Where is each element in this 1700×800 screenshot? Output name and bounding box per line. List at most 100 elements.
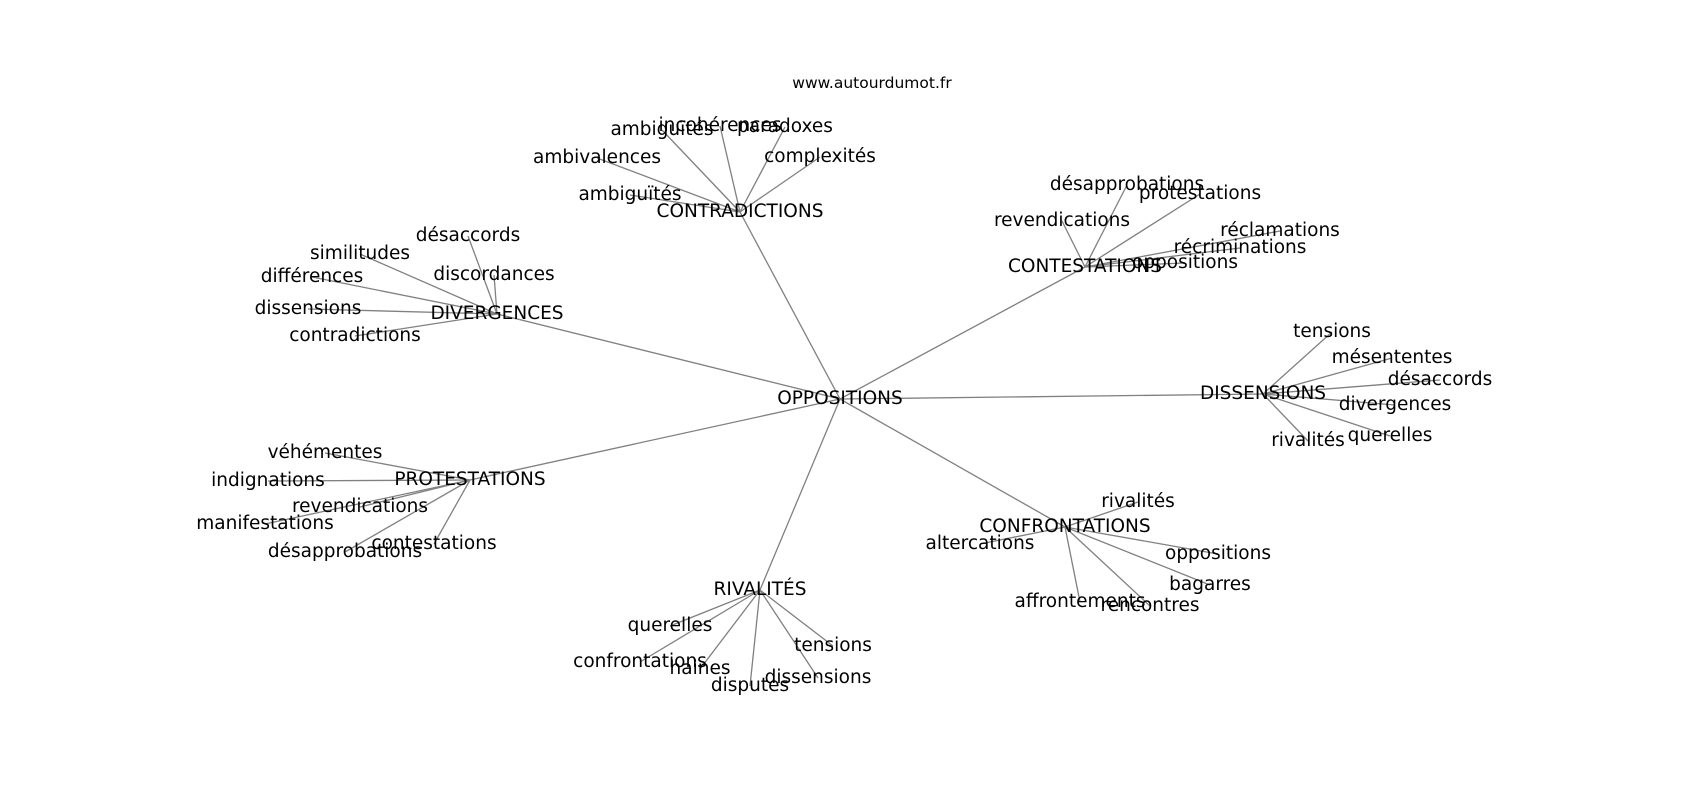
edge-hub-to-word (1084, 262, 1186, 268)
graph-labels: OPPOSITIONSCONTRADICTIONSambiguïtésambiv… (196, 115, 1492, 696)
edge-hub-to-word (719, 125, 741, 213)
word-node: désapprobations (268, 541, 422, 562)
edge-hub-to-word (1084, 247, 1241, 268)
edge-center-to-hub (759, 398, 841, 591)
site-label: www.autourdumot.fr (792, 74, 952, 92)
word-node: querelles (628, 615, 713, 636)
word-node: désaccords (1388, 369, 1492, 390)
edge-center-to-hub (839, 398, 1066, 528)
edge-hub-to-word (629, 194, 741, 213)
edge-hub-to-word (1064, 501, 1139, 528)
word-node: tensions (794, 635, 872, 656)
hub-node: CONTRADICTIONS (657, 201, 824, 222)
word-node: bagarres (1169, 574, 1251, 595)
word-node: mésententes (1332, 347, 1453, 368)
edge-hub-to-word (1064, 526, 1211, 586)
edge-hub-to-word (1262, 357, 1393, 395)
hub-node: CONFRONTATIONS (979, 516, 1150, 537)
word-node: revendications (994, 210, 1130, 231)
word-node: revendications (292, 496, 428, 517)
word-node: rencontres (1101, 595, 1200, 616)
edge-hub-to-word (307, 308, 498, 315)
word-node: paradoxes (737, 116, 833, 137)
word-node: querelles (1348, 425, 1433, 446)
edge-hub-to-word (699, 589, 761, 670)
word-node: ambivalences (533, 147, 661, 168)
word-node: altercations (926, 533, 1035, 554)
edge-hub-to-word (749, 589, 761, 687)
edge-hub-to-word (359, 253, 498, 315)
edge-hub-to-word (467, 235, 498, 315)
edge-hub-to-word (759, 589, 819, 679)
edge-hub-to-word (1064, 526, 1081, 603)
edge-hub-to-word (1262, 393, 1309, 442)
edge-hub-to-word (1084, 184, 1128, 268)
edge-hub-to-word (311, 276, 498, 315)
edge-hub-to-word (1262, 331, 1333, 395)
hub-node: CONTESTATIONS (1008, 256, 1162, 277)
word-node: différences (261, 266, 364, 287)
hub-node: DIVERGENCES (430, 303, 563, 324)
word-node: récriminations (1174, 237, 1307, 258)
word-node: dissensions (765, 667, 872, 688)
word-node: tensions (1293, 321, 1371, 342)
edge-hub-to-word (1064, 526, 1219, 555)
edge-hub-to-word (1064, 526, 1151, 607)
edge-hub-to-word (1084, 230, 1281, 268)
edge-hub-to-word (759, 589, 834, 647)
edge-hub-to-word (1262, 379, 1441, 395)
edge-hub-to-word (1084, 193, 1201, 268)
edge-hub-to-word (661, 129, 741, 213)
word-node: affrontements (1015, 591, 1146, 612)
edge-hub-to-word (669, 589, 761, 627)
edge-center-to-hub (839, 393, 1264, 400)
word-node: contradictions (289, 325, 421, 346)
edge-hub-to-word (979, 526, 1066, 545)
edge-hub-to-word (1061, 220, 1086, 268)
hub-node: RIVALITÉS (714, 578, 807, 600)
word-node: désaccords (416, 225, 520, 246)
hub-node: PROTESTATIONS (394, 469, 545, 490)
edge-hub-to-word (1262, 393, 1391, 437)
edge-hub-to-word (344, 479, 471, 553)
word-node: rivalités (1271, 430, 1345, 451)
edge-hub-to-word (739, 156, 821, 213)
edge-hub-to-word (639, 589, 761, 663)
word-node: oppositions (1165, 543, 1271, 564)
word-node: discordances (433, 264, 554, 285)
edge-hub-to-word (324, 452, 471, 481)
center-node: OPPOSITIONS (777, 388, 903, 409)
hub-node: DISSENSIONS (1200, 383, 1326, 404)
word-node: ambiguïtés (610, 119, 713, 140)
word-node: complexités (764, 146, 876, 167)
edge-center-to-hub (469, 398, 841, 481)
edge-hub-to-word (493, 274, 498, 315)
edge-hub-to-word (267, 479, 471, 482)
edge-hub-to-word (1262, 393, 1396, 406)
edge-center-to-hub (839, 266, 1086, 400)
word-node: confrontations (573, 651, 707, 672)
word-node: ambiguïtés (578, 184, 681, 205)
word-node: manifestations (196, 513, 333, 534)
word-node: dissensions (255, 298, 362, 319)
edge-hub-to-word (264, 479, 471, 525)
word-node: protestations (1139, 183, 1261, 204)
word-node: oppositions (1132, 252, 1238, 273)
edge-center-to-hub (496, 313, 841, 400)
edge-hub-to-word (739, 126, 786, 213)
graph-edges (264, 125, 1441, 687)
word-node: réclamations (1220, 220, 1340, 241)
edge-hub-to-word (354, 313, 498, 337)
word-node: véhémentes (268, 442, 383, 463)
word-node: divergences (1339, 394, 1452, 415)
edge-center-to-hub (739, 211, 841, 400)
word-node: rivalités (1101, 491, 1175, 512)
edge-hub-to-word (433, 479, 471, 545)
word-node: désapprobations (1050, 174, 1204, 195)
word-node: haines (670, 658, 731, 679)
word-node: contestations (371, 533, 496, 554)
word-node: incohérences (659, 115, 782, 136)
word-node: similitudes (310, 243, 410, 264)
word-node: indignations (211, 470, 325, 491)
